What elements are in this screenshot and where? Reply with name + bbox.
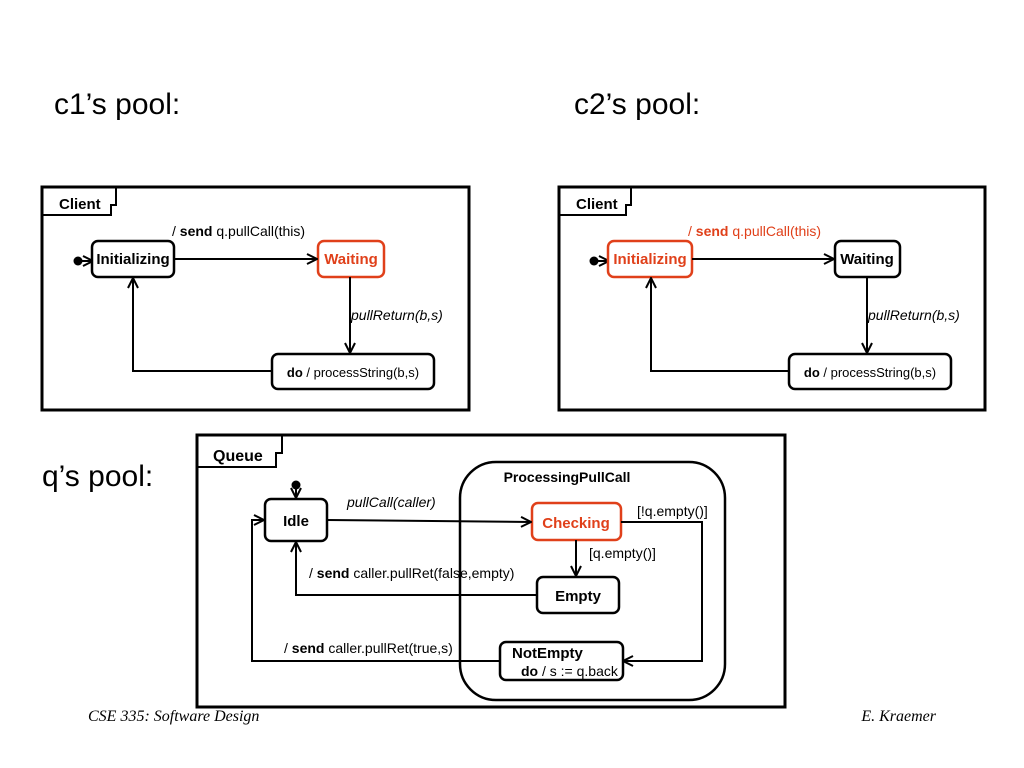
arrow-empty-idle xyxy=(296,542,537,596)
c1-frame-label: Client xyxy=(59,196,101,213)
state-empty: Empty xyxy=(535,575,621,615)
c2-frame-label: Client xyxy=(576,196,618,213)
footer-author: E. Kraemer xyxy=(861,708,936,725)
q-pool-title: q’s pool: xyxy=(42,460,154,493)
c1-do-label: do / processString(b,s) xyxy=(287,365,419,380)
c2-initial-pseudostate xyxy=(589,257,610,266)
c1-pool-frame: Client xyxy=(40,185,471,412)
composite-processing-pull-call: ProcessingPullCall xyxy=(458,460,727,702)
state-notempty: NotEmpty do / s := q.back xyxy=(498,640,625,682)
notempty-do-label: do / s := q.back xyxy=(521,663,619,679)
send-true-label: / send caller.pullRet(true,s) xyxy=(284,640,453,656)
c2-pool-title: c2’s pool: xyxy=(574,88,701,121)
state-idle: Idle xyxy=(263,497,329,543)
c1-send-label: / send q.pullCall(this) xyxy=(172,223,305,239)
c2-do-label: do / processString(b,s) xyxy=(804,365,936,380)
c1-state-processing: do / processString(b,s) xyxy=(270,352,436,391)
state-checking: Checking xyxy=(530,501,623,542)
footer-course: CSE 335: Software Design xyxy=(88,708,260,725)
c2-return-label: pullReturn(b,s) xyxy=(867,307,960,323)
pullcall-label: pullCall(caller) xyxy=(346,494,436,510)
c2-state-initializing: Initializing xyxy=(606,239,694,279)
c1-state-waiting: Waiting xyxy=(316,239,386,279)
c2-state-processing: do / processString(b,s) xyxy=(787,352,953,391)
arrow-notempty-idle xyxy=(251,520,500,662)
composite-label: ProcessingPullCall xyxy=(504,469,631,485)
c2-initializing-label: Initializing xyxy=(613,251,686,268)
c1-return-label: pullReturn(b,s) xyxy=(350,307,443,323)
c1-initial-pseudostate xyxy=(73,257,94,266)
c1-pool-title: c1’s pool: xyxy=(54,88,181,121)
c2-arrow-back xyxy=(651,278,789,372)
arrow-pullcall xyxy=(326,520,531,522)
c2-state-waiting: Waiting xyxy=(833,239,902,279)
guard-empty-label: [q.empty()] xyxy=(589,545,656,561)
c2-waiting-label: Waiting xyxy=(840,251,894,268)
c1-state-initializing: Initializing xyxy=(90,239,176,279)
notempty-label: NotEmpty xyxy=(512,645,583,662)
idle-label: Idle xyxy=(283,513,309,530)
send-false-label: / send caller.pullRet(false,empty) xyxy=(309,565,514,581)
c1-waiting-label: Waiting xyxy=(324,251,378,268)
empty-label: Empty xyxy=(555,588,602,605)
queue-frame-label: Queue xyxy=(213,448,263,465)
c2-send-label: / send q.pullCall(this) xyxy=(688,223,821,239)
queue-pool-frame: Queue xyxy=(195,433,787,709)
c2-pool-frame: Client xyxy=(557,185,987,412)
queue-initial-pseudostate xyxy=(292,480,301,499)
guard-not-empty-label: [!q.empty()] xyxy=(637,503,708,519)
checking-label: Checking xyxy=(542,515,610,532)
arrow-checking-notempty xyxy=(621,521,703,661)
c1-arrow-back xyxy=(133,278,272,372)
c1-initializing-label: Initializing xyxy=(96,251,169,268)
